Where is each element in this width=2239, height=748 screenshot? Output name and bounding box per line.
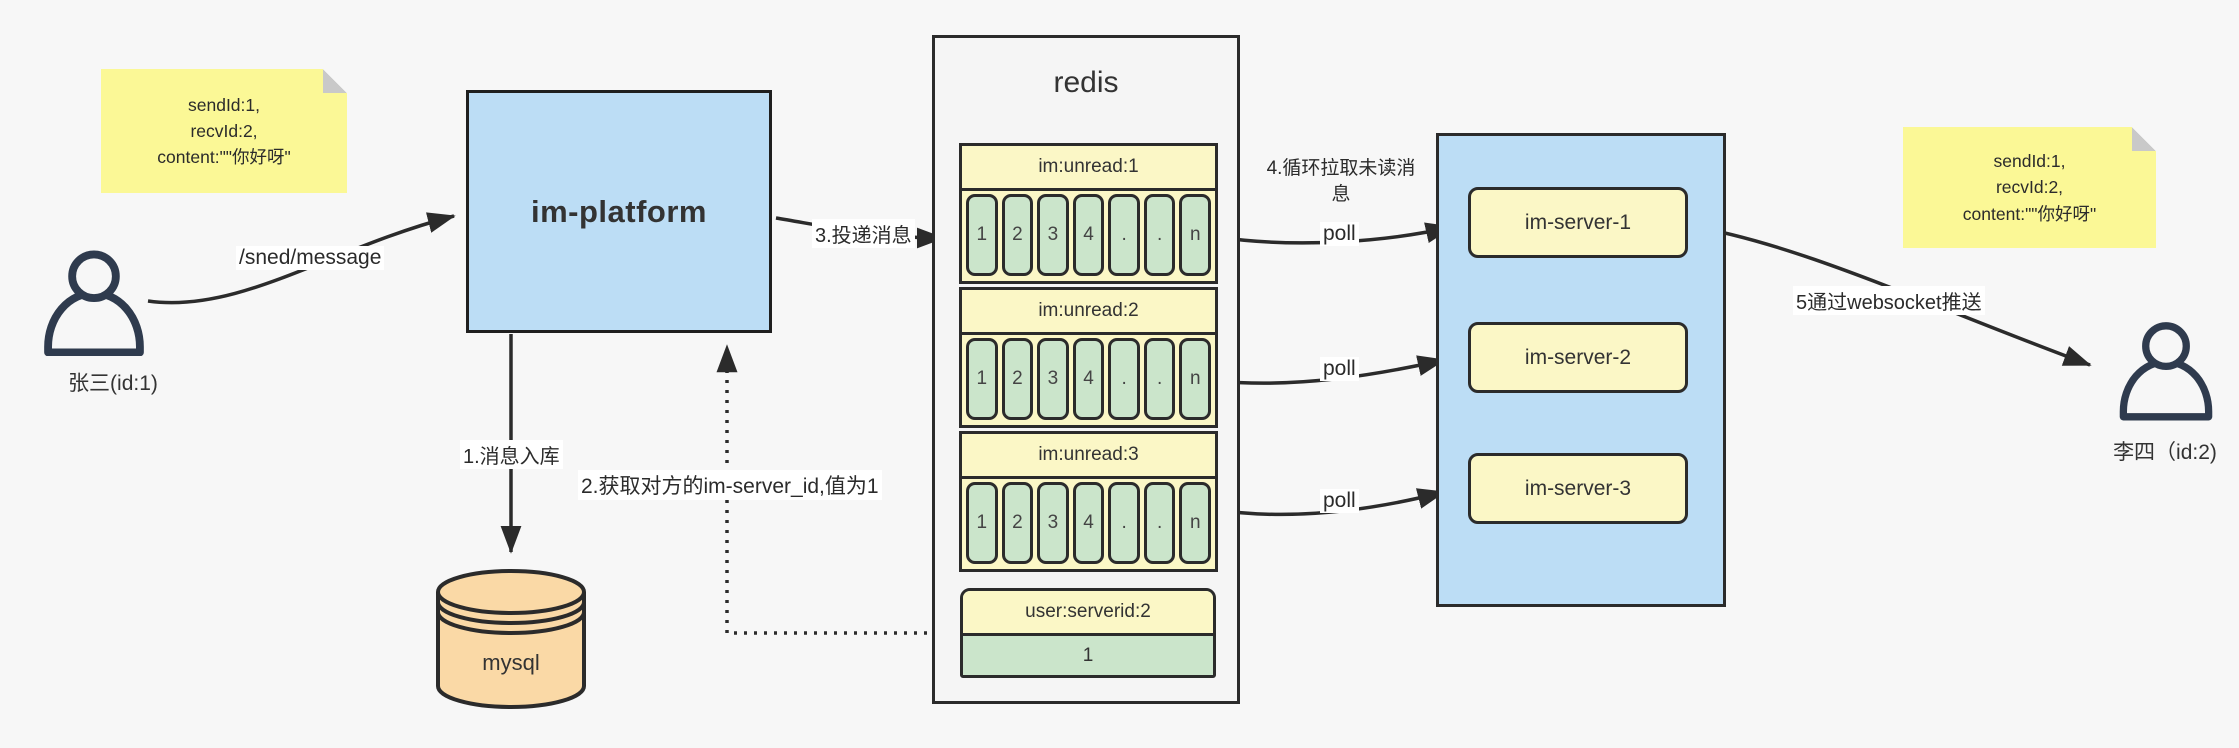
queue-cell: 3	[1037, 194, 1069, 276]
note-fold-corner	[2132, 127, 2156, 151]
queue-1-header: im:unread:1	[962, 146, 1215, 191]
queue-cell: 1	[966, 482, 998, 564]
note-right-text: sendId:1, recvId:2, content:""你好呀"	[1962, 151, 2097, 224]
queue-cell: n	[1179, 194, 1212, 276]
queue-cell: 2	[1001, 482, 1034, 564]
im-platform-label: im-platform	[531, 193, 707, 229]
im-server-2-box: im-server-2	[1468, 322, 1688, 393]
note-left-text: sendId:1, recvId:2, content:""你好呀"	[157, 94, 291, 168]
queue-cell: 4	[1072, 194, 1105, 276]
redis-queue-unread-2: im:unread:2 1 2 3 4 . . n	[959, 287, 1218, 428]
queue-cell: 3	[1037, 482, 1069, 564]
queue-cell: 1	[966, 194, 998, 276]
queue-3-header: im:unread:3	[962, 434, 1215, 479]
edge-label-step4: 4.循环拉取未读消息	[1258, 156, 1424, 208]
queue-cell: 2	[1001, 338, 1034, 420]
queue-1-cells: 1 2 3 4 . . n	[962, 191, 1215, 281]
user-icon-sender	[44, 250, 144, 356]
edge-label-step1: 1.消息入库	[460, 440, 563, 469]
edge-label-poll-3: poll	[1320, 489, 1359, 513]
redis-container: redis im:unread:1 1 2 3 4 . . n im:unrea…	[932, 35, 1240, 704]
im-platform-box: im-platform	[466, 90, 772, 333]
queue-cell: n	[1179, 338, 1212, 420]
redis-queue-unread-3: im:unread:3 1 2 3 4 . . n	[959, 431, 1218, 572]
sender-label: 张三(id:1)	[68, 372, 158, 395]
queue-2-header: im:unread:2	[962, 290, 1215, 335]
sticky-note-left: sendId:1, recvId:2, content:""你好呀"	[101, 69, 347, 193]
im-server-1-box: im-server-1	[1468, 187, 1688, 258]
queue-3-cells: 1 2 3 4 . . n	[962, 479, 1215, 569]
redis-queue-unread-1: im:unread:1 1 2 3 4 . . n	[959, 143, 1218, 284]
im-server-3-box: im-server-3	[1468, 453, 1688, 524]
queue-cell: 4	[1072, 338, 1105, 420]
queue-cell: 3	[1037, 338, 1069, 420]
queue-cell: .	[1143, 338, 1176, 420]
edge-label-poll-2: poll	[1320, 357, 1359, 381]
mysql-cylinder-icon	[436, 569, 586, 709]
mysql-label: mysql	[482, 650, 540, 675]
edge-label-step5: 5通过websocket推送	[1793, 286, 1985, 315]
edge-label-send-message: /sned/message	[236, 246, 385, 270]
redis-title: redis	[1053, 66, 1119, 99]
note-fold-corner	[323, 69, 347, 93]
queue-cell: .	[1108, 194, 1140, 276]
sticky-note-right: sendId:1, recvId:2, content:""你好呀"	[1903, 127, 2156, 248]
queue-2-cells: 1 2 3 4 . . n	[962, 335, 1215, 425]
edge-label-step3: 3.投递消息	[812, 219, 915, 248]
edge-label-step2: 2.获取对方的im-server_id,值为1	[578, 470, 882, 500]
receiver-label: 李四（id:2)	[2113, 441, 2217, 464]
queue-cell: .	[1143, 194, 1176, 276]
queue-cell: 1	[966, 338, 998, 420]
queue-cell: .	[1108, 338, 1140, 420]
user-serverid-box: user:serverid:2 1	[960, 588, 1216, 678]
queue-cell: .	[1143, 482, 1176, 564]
queue-cell: n	[1179, 482, 1212, 564]
user-serverid-value: 1	[1082, 644, 1094, 666]
queue-cell: 4	[1072, 482, 1105, 564]
queue-cell: .	[1108, 482, 1140, 564]
user-icon-receiver	[2119, 322, 2213, 421]
user-serverid-header: user:serverid:2	[963, 591, 1213, 636]
queue-cell: 2	[1001, 194, 1034, 276]
edge-label-poll-1: poll	[1320, 222, 1359, 246]
